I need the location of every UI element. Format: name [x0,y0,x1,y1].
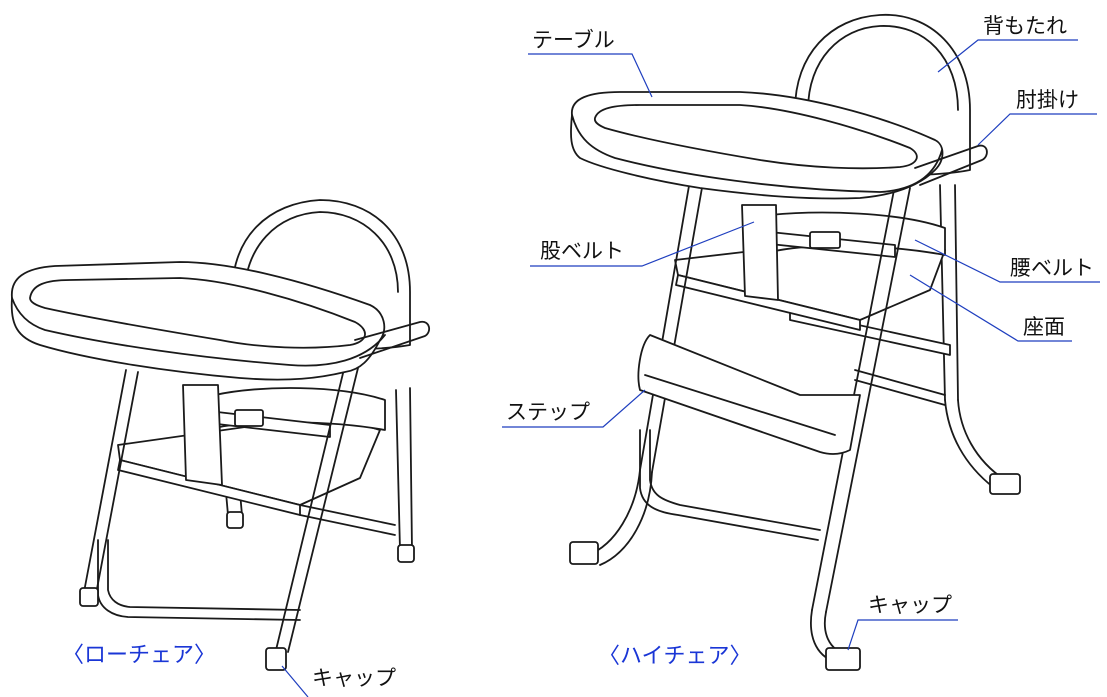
leader-step [502,389,646,428]
leader-table [528,53,653,98]
label-table: テーブル [532,28,615,52]
label-crotch-belt: 股ベルト [540,239,624,263]
leader-seat [909,274,1072,342]
label-backrest: 背もたれ [983,14,1067,38]
leader-crotch-belt [530,221,755,267]
label-cap-low: キャップ [312,666,396,690]
label-step: ステップ [506,400,590,424]
leader-cap-high [847,619,958,651]
caption-low-chair: 〈ローチェア〉 [62,643,217,668]
caption-high-chair: 〈ハイチェア〉 [598,644,752,669]
label-seat: 座面 [1023,315,1065,339]
leader-backrest [937,39,1078,73]
leader-cap-low [281,665,309,697]
label-waist-belt: 腰ベルト [1010,256,1094,280]
label-cap-high: キャップ [868,593,952,617]
leader-waist-belt [914,239,1100,283]
leader-armrest [977,113,1097,146]
label-armrest: 肘掛け [1016,88,1079,112]
